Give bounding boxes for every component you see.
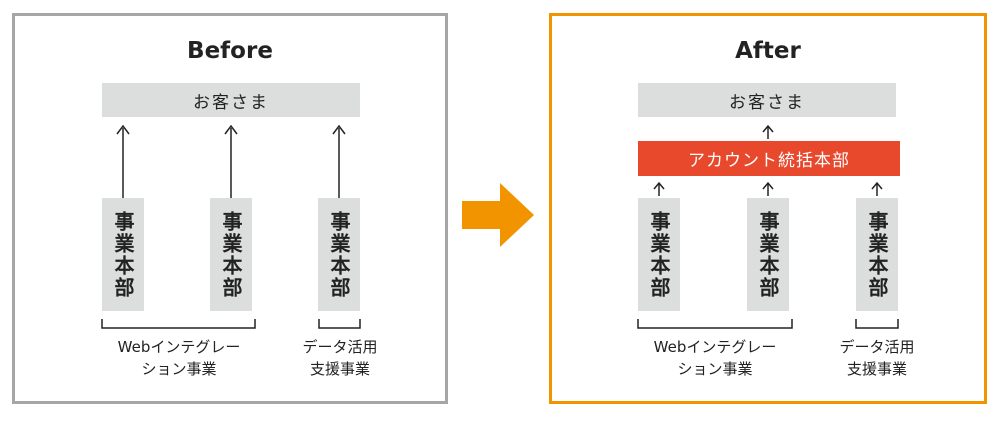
before-data-group-label: データ活用 支援事業	[302, 338, 378, 378]
before-data-bracket	[318, 319, 361, 329]
after-unit-2-label: 事業本部	[756, 210, 780, 299]
before-unit-2-label: 事業本部	[219, 210, 243, 299]
before-arrowhead-2	[224, 124, 238, 135]
after-panel: After お客さま アカウント統括本部 事業本部 事業本部 事業本部 Webイ…	[549, 13, 987, 404]
after-unit-3-label: 事業本部	[865, 210, 889, 299]
before-title: Before	[187, 38, 273, 64]
after-arrowhead-top	[762, 124, 774, 133]
before-arrowhead-3	[332, 124, 346, 135]
after-unit-3: 事業本部	[856, 198, 898, 311]
before-unit-1: 事業本部	[102, 198, 144, 311]
after-unit-1-label: 事業本部	[647, 210, 671, 299]
after-unit-1: 事業本部	[638, 198, 680, 311]
before-unit-3: 事業本部	[318, 198, 360, 311]
before-web-group-label: Webインテグレー ション事業	[117, 338, 241, 378]
before-panel: Before お客さま 事業本部 事業本部 事業本部 Webインテグレー ション…	[12, 13, 448, 404]
after-web-bracket	[637, 319, 793, 329]
after-web-group-label: Webインテグレー ション事業	[653, 338, 777, 378]
before-web-bracket	[101, 319, 256, 329]
before-unit-3-label: 事業本部	[327, 210, 351, 299]
after-arrowhead-3	[871, 181, 883, 190]
before-connector-lines	[101, 124, 361, 329]
after-customer-box: お客さま	[638, 83, 896, 117]
after-arrowhead-2	[762, 181, 774, 190]
before-arrowhead-1	[116, 124, 130, 135]
after-account-box: アカウント統括本部	[638, 141, 900, 176]
after-data-group-label: データ活用 支援事業	[839, 338, 915, 378]
after-data-bracket	[855, 319, 899, 329]
after-arrowhead-1	[653, 181, 665, 190]
after-title: After	[735, 38, 801, 64]
before-customer-box: お客さま	[102, 83, 360, 117]
right-arrow-icon	[462, 183, 534, 247]
after-connector-lines	[637, 124, 899, 329]
before-unit-2: 事業本部	[210, 198, 252, 311]
before-unit-1-label: 事業本部	[111, 210, 135, 299]
after-unit-2: 事業本部	[747, 198, 789, 311]
